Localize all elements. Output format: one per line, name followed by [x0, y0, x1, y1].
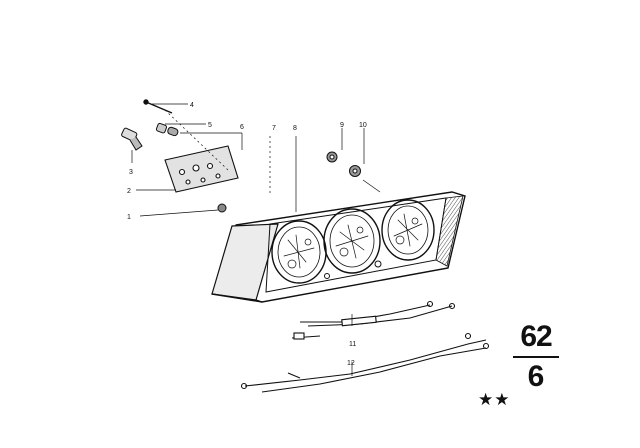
- callout-4: 4: [190, 102, 194, 109]
- gauge-center: [323, 208, 381, 274]
- small-parts: [121, 99, 361, 213]
- callout-10: 10: [359, 122, 367, 129]
- callout-9: 9: [340, 122, 344, 129]
- cluster-inner-rim: [265, 197, 447, 293]
- callout-6: 6: [240, 124, 244, 131]
- callout-8: 8: [293, 125, 297, 132]
- cluster-housing: [211, 191, 466, 303]
- screw: [145, 101, 173, 114]
- printed-circuit-plate: [164, 145, 239, 193]
- bulb: [155, 122, 168, 134]
- cluster-bezel-hatch: [435, 195, 464, 267]
- group-number: 62: [520, 320, 552, 353]
- callout-11: 11: [349, 341, 356, 348]
- subgroup-number: 6: [527, 360, 545, 393]
- callout-3: 3: [129, 169, 133, 176]
- gauge-right: [381, 199, 435, 261]
- callout-2: 2: [127, 188, 131, 195]
- group-divider: [513, 356, 559, 358]
- star-marks: ★★: [478, 390, 511, 410]
- leader-lines: [131, 103, 381, 376]
- cluster-knob: [374, 260, 382, 268]
- gauge-details: [283, 213, 423, 269]
- callout-5: 5: [208, 122, 212, 129]
- callout-1: 1: [127, 214, 131, 221]
- nut-small: [217, 203, 227, 213]
- instrument-cluster: [211, 191, 466, 303]
- wiring-harness: [240, 300, 490, 393]
- callout-7: 7: [272, 125, 276, 132]
- callout-12: 12: [347, 360, 355, 367]
- callout-numbers: 1 2 3 4 5 6 7 8 9 10 11 12: [127, 102, 367, 367]
